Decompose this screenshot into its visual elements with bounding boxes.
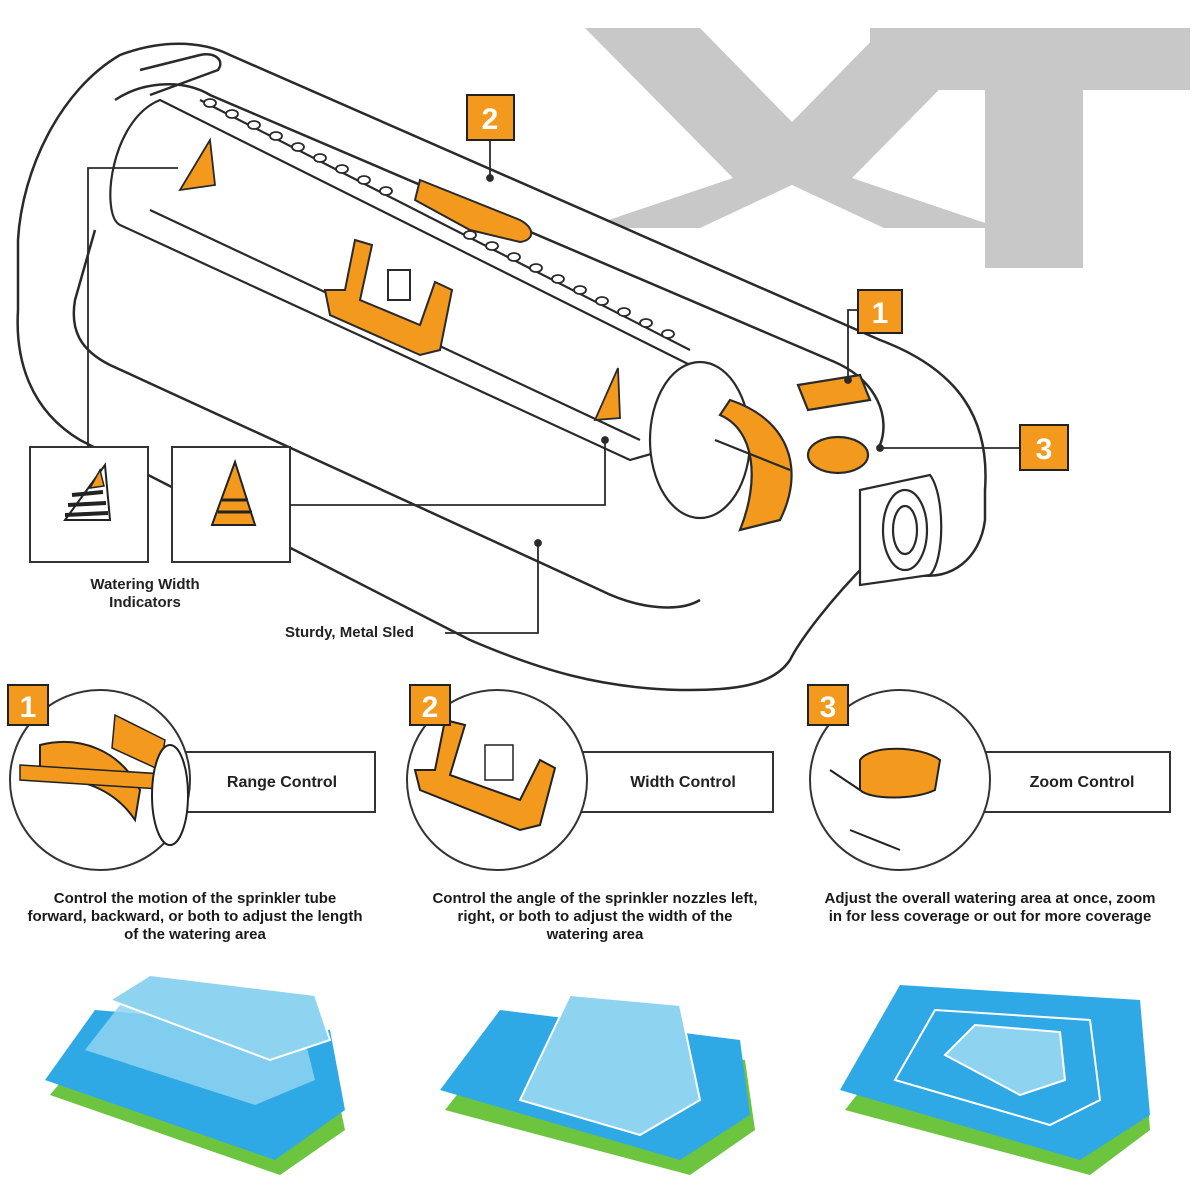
svg-text:Range Control: Range Control	[227, 774, 337, 791]
xt-logo	[585, 28, 1190, 268]
badge-3-top: 3	[1019, 424, 1069, 471]
indicator-insets	[29, 446, 291, 563]
zoom-control-panel: 3 Zoom Control	[807, 684, 1171, 871]
svg-text:2: 2	[422, 691, 439, 724]
svg-text:Width Control: Width Control	[630, 774, 736, 791]
range-control-collar	[648, 360, 872, 532]
svg-text:3: 3	[1036, 433, 1053, 466]
zoom-control-description: Adjust the overall watering area at once…	[824, 890, 1156, 925]
width-control-panel: 2 Width Control	[406, 684, 774, 871]
sturdy-metal-sled-label: Sturdy, Metal Sled	[285, 624, 414, 641]
svg-text:2: 2	[482, 103, 499, 136]
width-indicator-marks	[178, 137, 621, 422]
top-nozzle-slider	[413, 178, 533, 244]
width-control-description: Control the angle of the sprinkler nozzl…	[432, 890, 758, 943]
coverage-range	[45, 973, 345, 1175]
leader-lines	[87, 130, 1020, 634]
svg-text:Zoom Control: Zoom Control	[1030, 774, 1135, 791]
svg-text:1: 1	[872, 297, 889, 330]
coverage-width	[440, 993, 755, 1175]
coverage-zoom	[840, 985, 1150, 1175]
svg-text:3: 3	[820, 691, 837, 724]
nozzle-holes	[203, 98, 675, 339]
svg-text:1: 1	[20, 691, 37, 724]
range-control-panel: 1 Range Control	[7, 684, 376, 871]
hose-connector	[858, 473, 943, 587]
badge-2-top: 2	[466, 94, 515, 141]
width-control-slider	[323, 238, 454, 357]
badge-1-top: 1	[857, 289, 903, 334]
range-control-description: Control the motion of the sprinkler tube…	[27, 890, 363, 943]
watering-width-indicators-label: Watering Width Indicators	[90, 576, 200, 611]
